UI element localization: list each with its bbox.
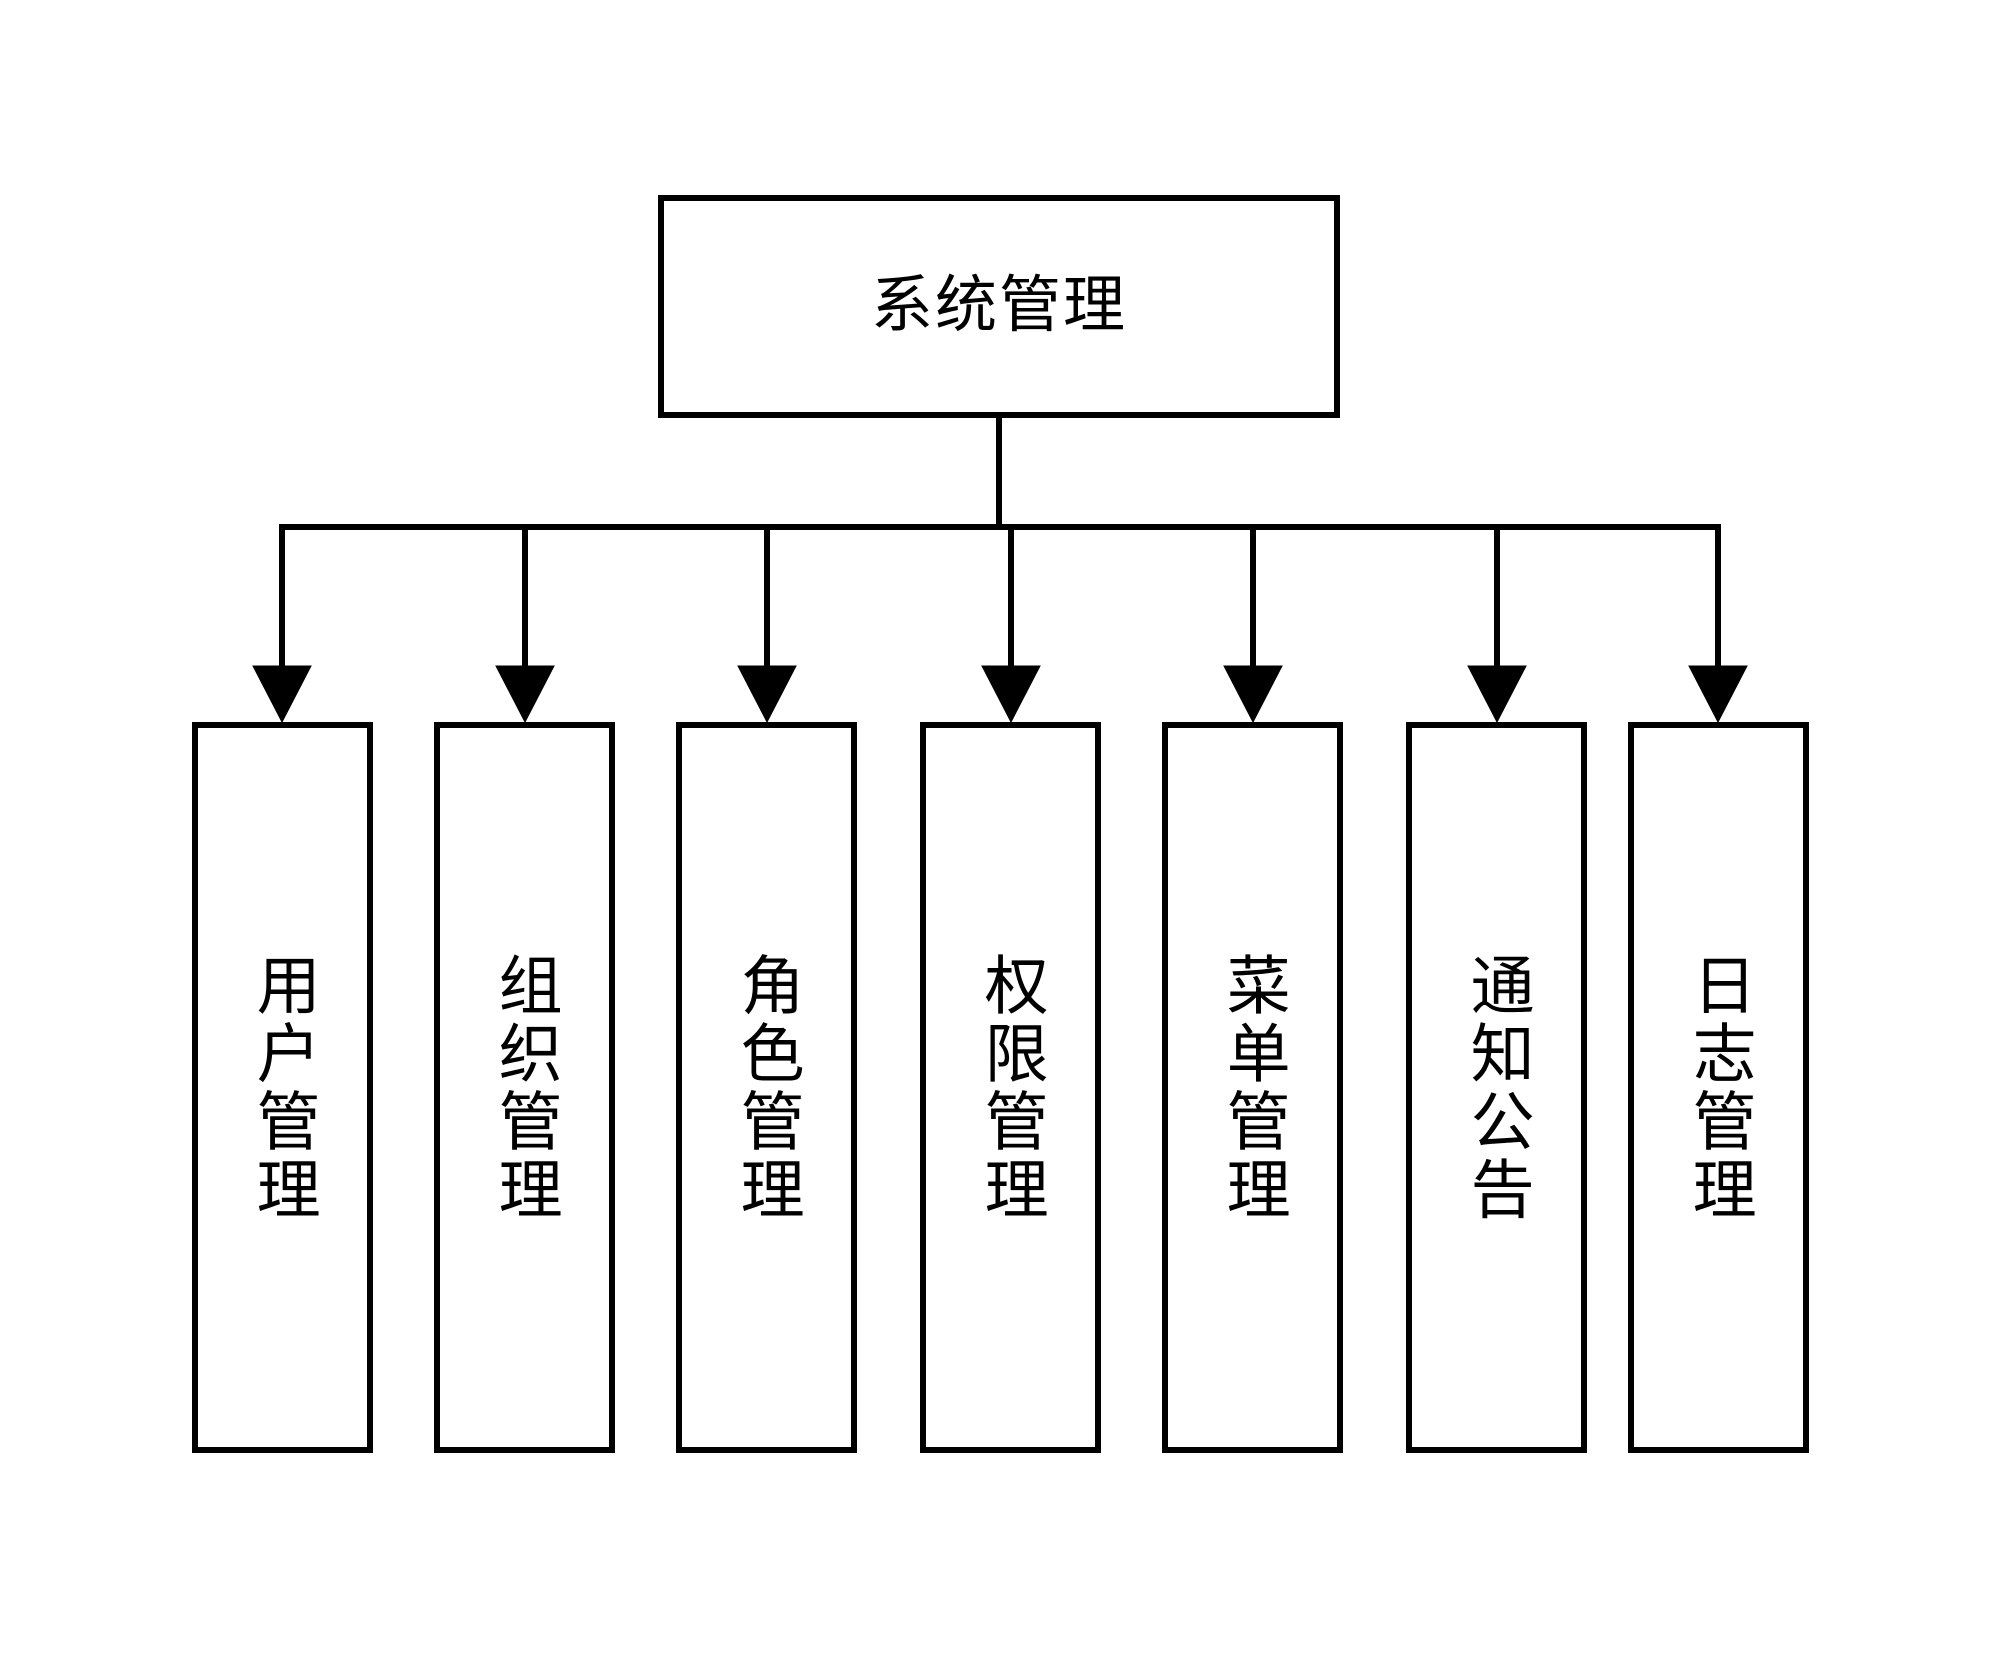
horizontal-bus-line bbox=[280, 524, 1718, 530]
child-node-label-3: 角色管理 bbox=[731, 951, 803, 1224]
drop-line-7 bbox=[1715, 524, 1721, 668]
child-node-6[interactable]: 通知公告 bbox=[1406, 722, 1587, 1453]
arrowhead-7 bbox=[1688, 665, 1748, 724]
arrowhead-2 bbox=[495, 665, 555, 724]
drop-line-5 bbox=[1250, 524, 1256, 668]
arrowhead-6 bbox=[1467, 665, 1527, 724]
child-node-2[interactable]: 组织管理 bbox=[434, 722, 615, 1453]
child-node-label-5: 菜单管理 bbox=[1217, 951, 1289, 1224]
child-node-1[interactable]: 用户管理 bbox=[192, 722, 373, 1453]
drop-line-4 bbox=[1008, 524, 1014, 668]
root-node-label: 系统管理 bbox=[870, 272, 1127, 341]
drop-line-6 bbox=[1494, 524, 1500, 668]
drop-line-3 bbox=[764, 524, 770, 668]
child-node-3[interactable]: 角色管理 bbox=[676, 722, 857, 1453]
child-node-label-4: 权限管理 bbox=[975, 951, 1047, 1224]
child-node-label-6: 通知公告 bbox=[1461, 951, 1533, 1224]
arrowhead-3 bbox=[737, 665, 797, 724]
arrowhead-5 bbox=[1223, 665, 1283, 724]
child-node-7[interactable]: 日志管理 bbox=[1628, 722, 1809, 1453]
arrowhead-1 bbox=[252, 665, 312, 724]
root-node-system-management[interactable]: 系统管理 bbox=[658, 195, 1340, 418]
drop-line-2 bbox=[522, 524, 528, 668]
drop-line-1 bbox=[279, 524, 285, 668]
arrowhead-4 bbox=[981, 665, 1041, 724]
child-node-label-7: 日志管理 bbox=[1683, 951, 1755, 1224]
root-stem-line bbox=[996, 418, 1002, 530]
child-node-label-2: 组织管理 bbox=[489, 951, 561, 1224]
child-node-4[interactable]: 权限管理 bbox=[920, 722, 1101, 1453]
child-node-label-1: 用户管理 bbox=[247, 951, 319, 1224]
child-node-5[interactable]: 菜单管理 bbox=[1162, 722, 1343, 1453]
